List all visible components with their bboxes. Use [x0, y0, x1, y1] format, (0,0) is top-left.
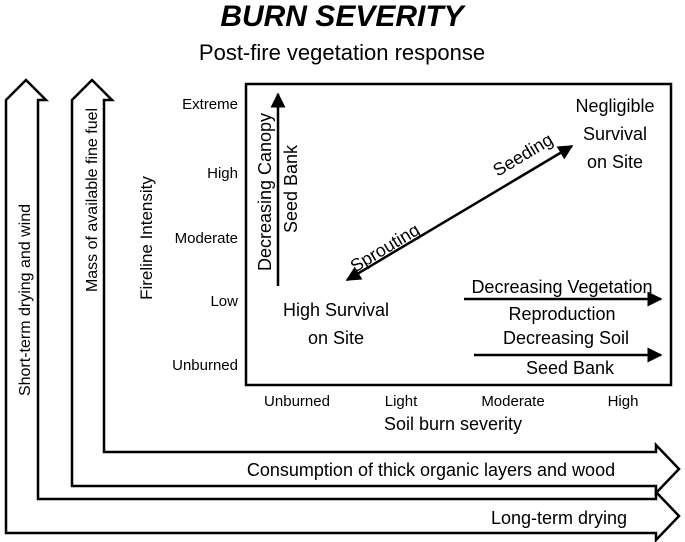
y-axis-label: Fireline Intensity	[137, 176, 156, 300]
x-tick-unburned: Unburned	[264, 393, 330, 410]
x-axis-label: Soil burn severity	[384, 414, 522, 434]
sprouting-label: Sprouting	[347, 219, 423, 276]
thick-layers-consumption-arrow	[70, 78, 681, 497]
x-tick-moderate: Moderate	[481, 393, 544, 410]
veg-label-line2: Reproduction	[508, 304, 615, 324]
diagram-title: BURN SEVERITY	[220, 0, 466, 33]
y-tick-low: Low	[210, 293, 238, 310]
diagram-subtitle: Post-fire vegetation response	[199, 40, 485, 65]
negligible-line3: on Site	[587, 152, 643, 172]
sprouting-seeding-arrow	[345, 144, 574, 282]
fine-fuel-label: Mass of available fine fuel	[84, 108, 101, 292]
x-tick-high: High	[608, 393, 639, 410]
canopy-label-line1: Decreasing Canopy	[255, 113, 275, 271]
veg-label-line1: Decreasing Vegetation	[471, 277, 652, 297]
seeding-label: Seeding	[489, 129, 556, 180]
negligible-line2: Survival	[583, 124, 647, 144]
high-survival-line1: High Survival	[283, 300, 389, 320]
high-survival-line2: on Site	[308, 328, 364, 348]
thick-layers-label: Consumption of thick organic layers and …	[247, 460, 615, 480]
y-tick-high: High	[207, 165, 238, 182]
y-tick-extreme: Extreme	[182, 96, 238, 113]
y-tick-moderate: Moderate	[175, 230, 238, 247]
main-box	[244, 82, 673, 387]
y-tick-unburned: Unburned	[172, 357, 238, 374]
soil-label-line2: Seed Bank	[526, 358, 615, 378]
long-term-drying-label: Long-term drying	[491, 508, 627, 528]
x-tick-light: Light	[385, 393, 418, 410]
negligible-line1: Negligible	[575, 96, 654, 116]
short-term-drying-label: Short-term drying and wind	[17, 204, 34, 396]
canopy-label-line2: Seed Bank	[281, 144, 301, 233]
soil-label-line1: Decreasing Soil	[503, 328, 629, 348]
long-term-drying-arrow	[4, 78, 681, 542]
